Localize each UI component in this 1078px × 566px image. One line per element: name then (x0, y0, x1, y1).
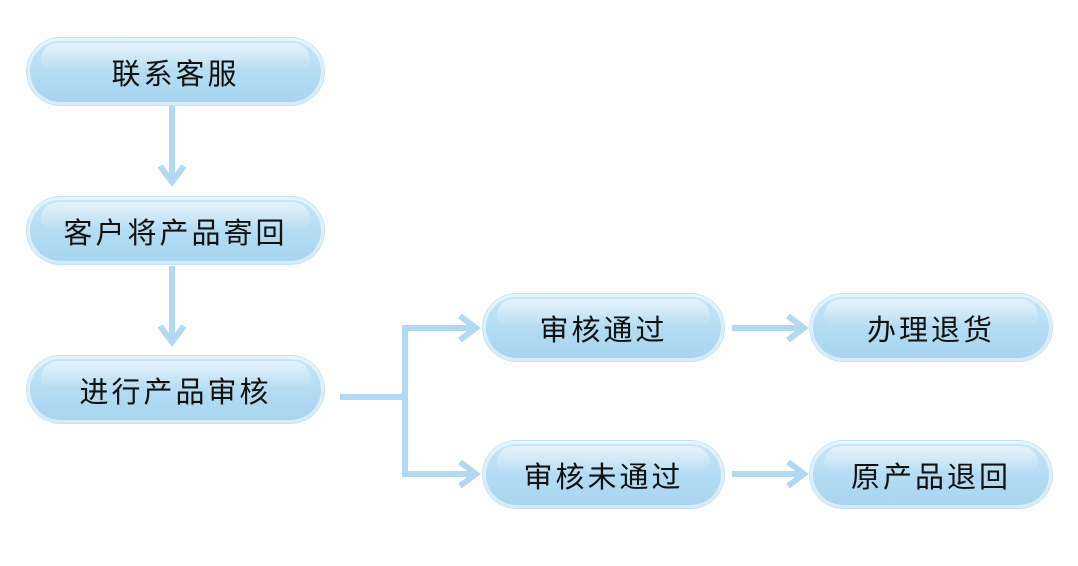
node-review-passed-label: 审核通过 (539, 312, 668, 347)
node-contact-support: 联系客服 (27, 38, 324, 105)
node-send-back-label: 客户将产品寄回 (63, 215, 288, 250)
arrowhead-contact-to-sendback (157, 164, 187, 187)
arrowhead-to-passed (458, 313, 481, 343)
node-review-failed-label: 审核未通过 (523, 459, 684, 494)
node-return-product-label: 原产品退回 (850, 459, 1011, 494)
arrowhead-passed-to-process (786, 313, 809, 343)
arrowhead-to-failed (458, 459, 481, 489)
node-review: 进行产品审核 (27, 356, 324, 423)
node-send-back: 客户将产品寄回 (27, 197, 324, 264)
node-review-failed: 审核未通过 (483, 441, 724, 508)
arrowhead-sendback-to-review (157, 324, 187, 347)
node-review-passed: 审核通过 (483, 294, 724, 361)
arrowhead-failed-to-return (786, 459, 809, 489)
node-return-product: 原产品退回 (810, 441, 1052, 508)
node-process-return-label: 办理退货 (866, 312, 995, 347)
node-process-return: 办理退货 (810, 294, 1052, 361)
node-contact-support-label: 联系客服 (111, 56, 240, 91)
node-review-label: 进行产品审核 (79, 374, 272, 409)
